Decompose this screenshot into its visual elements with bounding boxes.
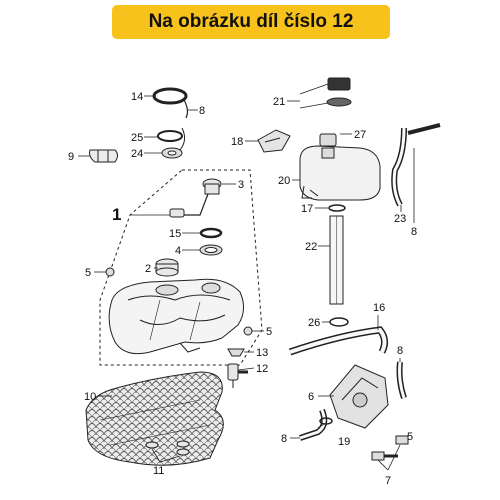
tank-clip: [227, 348, 245, 357]
callout-label: 12: [256, 363, 268, 375]
callout-label: 27: [354, 129, 366, 141]
callout-label: 6: [308, 391, 314, 403]
leader-lines: [78, 83, 415, 471]
washers: [145, 440, 190, 456]
expansion-tank-cap: [326, 77, 352, 107]
hose-spring-clip: [319, 417, 333, 425]
breather-hose-inner: [392, 127, 406, 206]
callout-label: 8: [281, 433, 287, 445]
filler-neck-ring: [152, 87, 189, 119]
callout-label: 22: [305, 241, 317, 253]
hose-clip: [328, 204, 346, 212]
callout-label: 10: [84, 391, 96, 403]
callout-label: 5: [266, 326, 272, 338]
callout-label: 24: [131, 148, 143, 160]
reservoir-cap: [319, 133, 337, 147]
fuel-tank: [108, 278, 244, 355]
fuel-tap: [227, 363, 248, 388]
pump-inlet-hose: [299, 408, 328, 441]
tank-bracket: [257, 129, 291, 153]
fuel-hose: [288, 326, 389, 356]
callout-label: 25: [131, 132, 143, 144]
clip: [89, 149, 118, 163]
callout-label: 5: [85, 267, 91, 279]
return-hose-clamp: [329, 317, 349, 327]
callout-label: 20: [278, 175, 290, 187]
page-title: Na obrázku díl číslo 12: [148, 11, 354, 32]
callout-label: 26: [308, 317, 320, 329]
callout-label: 2: [145, 263, 151, 275]
callout-label: 8: [397, 345, 403, 357]
screw: [105, 267, 253, 336]
callout-label: 3: [238, 179, 244, 191]
grommet: [161, 147, 183, 159]
pump-bolts: [371, 435, 409, 461]
callout-label: 4: [175, 245, 181, 257]
pump-outlet-hose: [396, 361, 407, 399]
callout-label: 15: [169, 228, 181, 240]
lock-ring: [199, 244, 223, 256]
title-banner: Na obrázku díl číslo 12: [112, 5, 390, 39]
fuel-pump: [329, 364, 389, 429]
callout-label: 13: [256, 347, 268, 359]
callout-label: 1: [112, 205, 121, 224]
callout-label: 8: [411, 226, 417, 238]
filler-pipe: [329, 215, 344, 305]
hose-clamp: [157, 127, 186, 151]
heat-shield: [85, 371, 224, 466]
expansion-tank: [299, 145, 381, 201]
sender-gasket: [199, 227, 223, 239]
callout-label: 14: [131, 91, 143, 103]
fuel-level-sender: [169, 178, 222, 218]
callout-label: 18: [231, 136, 243, 148]
callout-label: 7: [385, 475, 391, 487]
callout-label: 17: [301, 203, 313, 215]
callout-label: 19: [338, 436, 350, 448]
breather-hose: [391, 123, 441, 207]
callout-label: 8: [199, 105, 205, 117]
callout-label: 5: [407, 431, 413, 443]
callout-label: 11: [153, 465, 164, 477]
callout-label: 21: [273, 96, 285, 108]
tank-cap: [155, 258, 179, 277]
callout-label: 9: [68, 151, 74, 163]
callout-label: 16: [373, 302, 385, 314]
callout-label: 23: [394, 213, 406, 225]
